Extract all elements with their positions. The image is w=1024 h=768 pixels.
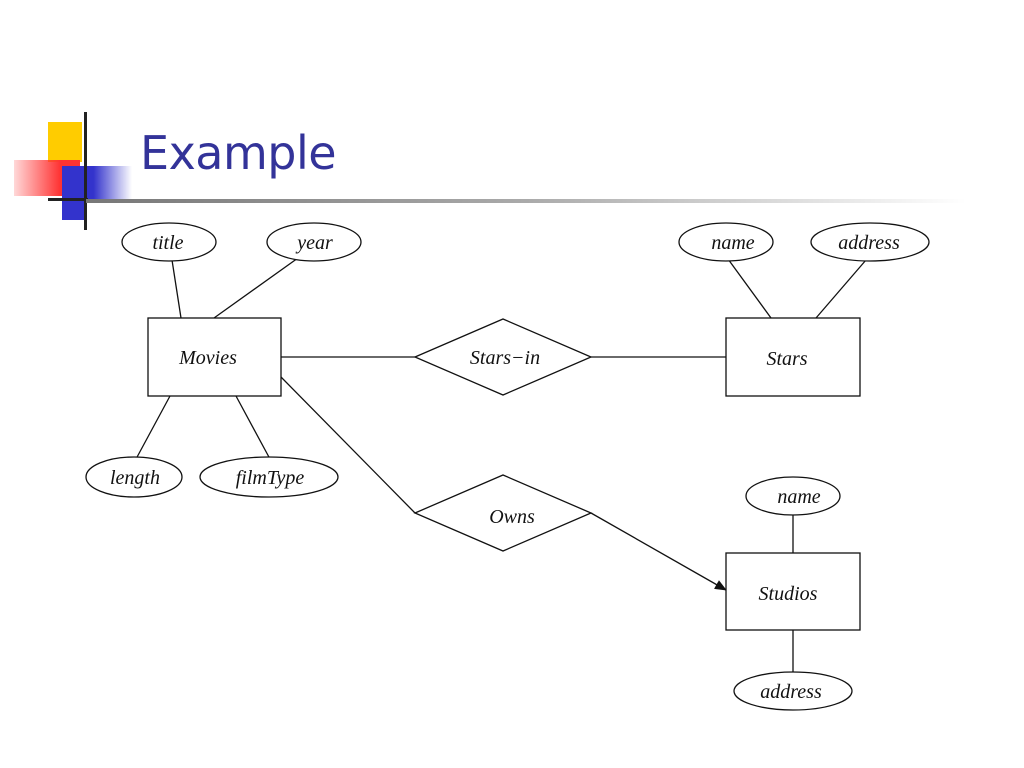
entity-stars-label: Stars [766,348,807,370]
attribute-filmtype-label: filmType [236,467,305,489]
relationship-owns-label: Owns [489,506,535,528]
edge-stars-name [727,258,772,319]
edge-movies-title [171,259,182,319]
attribute-stars-address-label: address [838,232,900,254]
attribute-stars-address [810,222,930,262]
attribute-filmtype [199,456,339,498]
relationship-stars-in-label: Stars−in [470,347,540,369]
entity-studios [725,552,861,631]
attribute-year [266,222,362,262]
edge-stars-address [815,259,867,319]
attribute-stars-name [678,222,774,262]
attribute-title [121,222,217,262]
attribute-title-label: title [152,232,183,254]
entity-stars [725,317,861,397]
title-decoration-yellow [48,122,82,162]
attribute-studios-name [745,476,841,516]
attribute-stars-name-label: name [711,232,754,254]
attribute-length [85,456,183,498]
attribute-studios-name-label: name [777,486,820,508]
attribute-studios-address-label: address [760,681,822,703]
entity-studios-label: Studios [759,583,818,605]
relationship-stars-in [413,318,593,396]
attribute-year-label: year [295,232,333,254]
relationship-owns [413,474,593,552]
edge-movies-filmtype [235,395,271,460]
edge-movies-owns [280,376,416,514]
title-decoration-horizontal-line [48,198,88,201]
title-underline [86,199,966,203]
edge-movies-year [213,257,299,319]
slide-title: Example [140,126,337,180]
entity-movies-label: Movies [178,347,237,369]
title-decoration-blue-square [62,196,84,220]
edge-movies-length [135,395,171,460]
attribute-studios-address [733,671,853,711]
edge-owns-studios-arrow [590,512,727,591]
title-decoration-vertical-line [84,112,87,230]
entity-movies [147,317,282,397]
attribute-length-label: length [110,467,160,489]
